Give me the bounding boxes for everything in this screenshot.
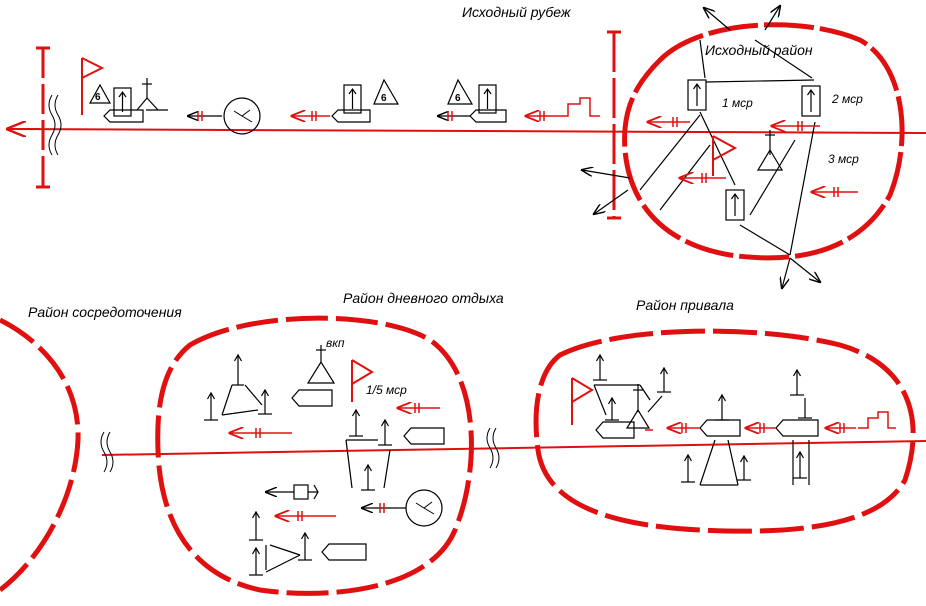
rear-column-unit: 6 [438,78,507,123]
halt-area-label: Район привала [636,297,734,313]
day-rest-area-oval [155,315,474,596]
start-area-label: Исходный район [705,42,813,58]
start-area-oval [622,22,905,261]
msr-1-5-label: 1/5 мср [366,383,407,397]
bottom-march-route [100,427,926,473]
concentration-area-arc [0,317,81,592]
start-line-boundary [607,30,621,220]
top-march-route [8,129,926,133]
svg-text:6: 6 [455,93,461,104]
halt-area-oval [533,328,916,534]
msr2-label: 2 мср [832,92,863,106]
triangle-letter: 6 [95,92,101,103]
msr1-label: 1 мср [722,96,753,110]
vkp-label: вкп [326,336,345,350]
day-rest-area-label: Район дневного отдыха [343,290,504,306]
head-unit-group: 6 [81,57,168,123]
msr3-label: 3 мср [828,152,859,166]
recon-circle-symbol [188,97,261,135]
mid-column-unit: 6 [292,78,400,123]
start-line-label: Исходный рубеж [462,4,571,20]
svg-text:6: 6 [381,93,387,104]
start-area-units [582,6,858,288]
concentration-area-label: Район сосредоточения [28,304,182,320]
tail-column-unit [526,97,600,121]
left-boundary-line [36,46,62,189]
day-rest-area-units [204,345,445,576]
halt-area-units [571,353,896,486]
